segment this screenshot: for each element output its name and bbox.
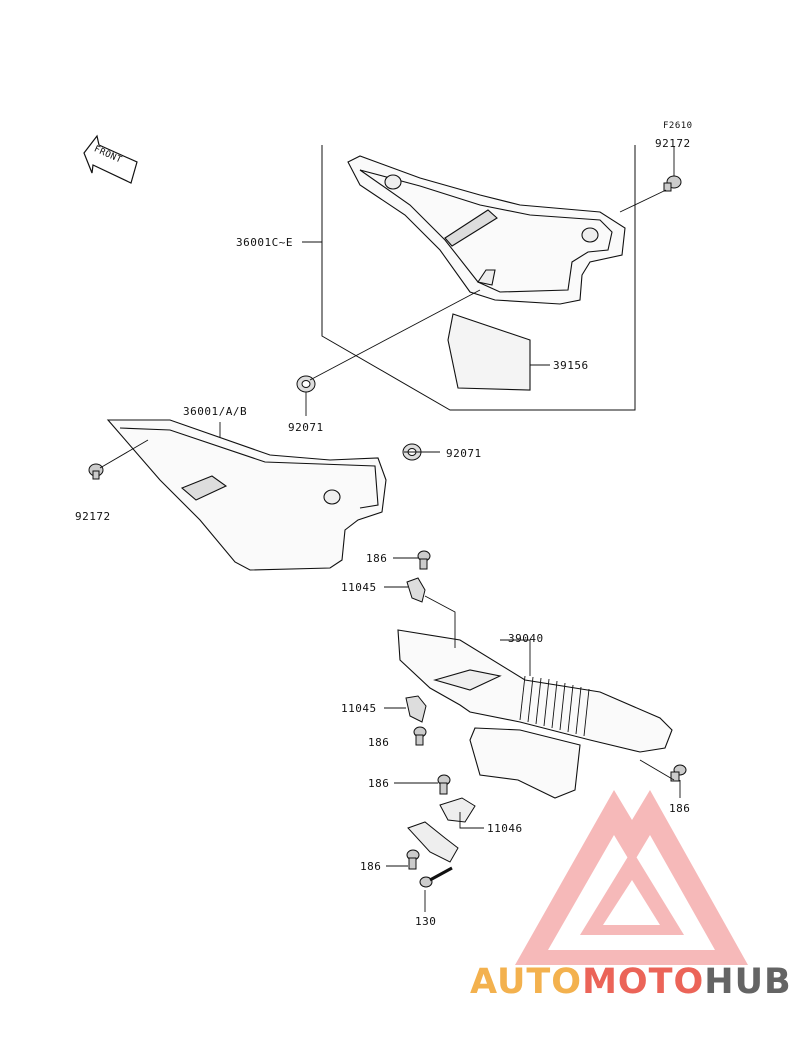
- part-label-186-c: 186: [368, 777, 390, 790]
- part-label-186-b: 186: [368, 736, 390, 749]
- part-label-92071-left: 92071: [288, 421, 324, 434]
- part-label-186-d: 186: [669, 802, 691, 815]
- bracket-11045-b: [405, 695, 427, 723]
- screw-92172-left: [88, 463, 104, 480]
- part-label-186-a: 186: [366, 552, 388, 565]
- side-cover-lower: [106, 419, 387, 571]
- watermark-auto: AUTO: [470, 962, 583, 1002]
- screw-92172-top: [663, 175, 682, 192]
- part-label-36001c: 36001C~E: [236, 236, 293, 249]
- side-cover-upper: [347, 155, 626, 305]
- watermark-moto: MOTO: [582, 962, 705, 1002]
- figure-code: F2610: [663, 121, 693, 131]
- front-arrow-icon: [83, 134, 138, 184]
- watermark-logo: [515, 790, 748, 965]
- watermark-hub: HUB: [704, 962, 792, 1002]
- pad-39156: [447, 313, 531, 391]
- leader-lines: [99, 146, 681, 912]
- part-label-11045-a: 11045: [341, 581, 377, 594]
- bracket-11046: [407, 797, 476, 863]
- part-label-92071-right: 92071: [446, 447, 482, 460]
- part-label-92172-top: 92172: [655, 137, 691, 150]
- part-label-186-e: 186: [360, 860, 382, 873]
- part-label-11045-b: 11045: [341, 702, 377, 715]
- bracket-11045-a: [406, 577, 426, 603]
- part-label-39156: 39156: [553, 359, 589, 372]
- part-label-11046: 11046: [487, 822, 523, 835]
- part-label-36001: 36001/A/B: [183, 405, 248, 418]
- bolts: [406, 550, 687, 888]
- part-label-39040: 39040: [508, 632, 544, 645]
- upper-assembly-frame: [321, 145, 636, 411]
- part-label-92172-left: 92172: [75, 510, 111, 523]
- chain-guard-39040: [397, 629, 673, 799]
- part-label-130: 130: [415, 915, 437, 928]
- watermark-text: AUTOMOTOHUB: [470, 962, 792, 1002]
- grommet-92071-right: [402, 443, 422, 461]
